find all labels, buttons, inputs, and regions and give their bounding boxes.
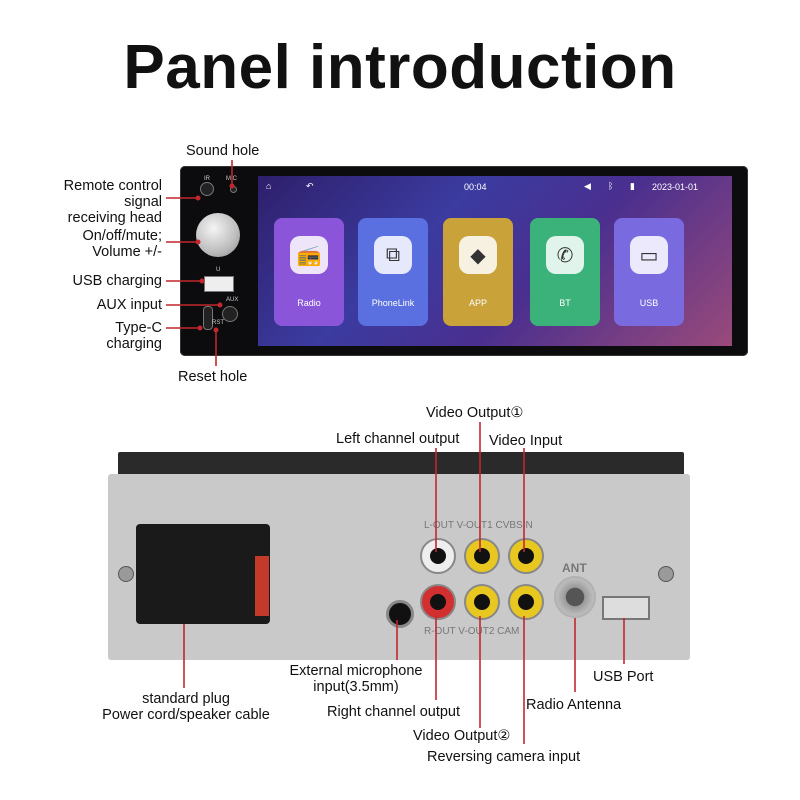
usb-mark: U — [216, 267, 221, 273]
page-title: Panel introduction — [123, 33, 677, 102]
aux-jack[interactable] — [222, 306, 238, 322]
rear-chassis-top — [118, 452, 684, 478]
radio-icon: 📻 — [290, 236, 328, 274]
app-label: USB — [639, 298, 659, 308]
ir-mark: IR — [204, 176, 210, 182]
label-video-input: Video Input — [489, 433, 563, 449]
iso-connector[interactable] — [136, 524, 270, 624]
app-label: BT — [559, 298, 571, 308]
label-type-c: Type-C charging — [106, 320, 162, 352]
screw-right — [658, 566, 674, 582]
volume-knob[interactable] — [196, 213, 240, 257]
phonelink-icon: ⧉ — [374, 236, 412, 274]
app-tile-usb[interactable]: ▭ USB — [614, 218, 684, 326]
label-radio-antenna: Radio Antenna — [526, 697, 622, 713]
plate-ant: ANT — [562, 561, 587, 575]
phone-icon: ✆ — [546, 236, 584, 274]
status-bar: ⌂ ↶ 00:04 ◀ ᛒ ▮ 2023-01-01 — [258, 176, 732, 198]
app-tile-bt[interactable]: ✆ BT — [530, 218, 600, 326]
label-power-volume: On/off/mute; Volume +/- — [82, 228, 162, 260]
speaker-icon: ◀ — [584, 181, 591, 191]
mic-jack[interactable] — [386, 600, 414, 628]
usb-drive-icon: ▭ — [630, 236, 668, 274]
rear-usb-port[interactable] — [602, 596, 650, 620]
label-video-output-2: Video Output② — [413, 728, 511, 744]
app-tile-radio[interactable]: 📻 Radio — [274, 218, 344, 326]
date: 2023-01-01 — [652, 182, 699, 192]
app-tile-app[interactable]: ◆ APP — [443, 218, 513, 326]
touch-screen[interactable]: ⌂ ↶ 00:04 ◀ ᛒ ▮ 2023-01-01 📻 Radio ⧉ PhoneL… — [258, 176, 732, 346]
aux-mark: AUX — [226, 297, 239, 303]
label-sound-hole: Sound hole — [186, 143, 260, 159]
clock: 00:04 — [464, 182, 487, 192]
home-icon[interactable]: ⌂ — [266, 181, 272, 191]
type-c-port[interactable] — [203, 306, 213, 330]
label-ext-mic: External microphone input(3.5mm) — [289, 663, 423, 695]
rst-mark: RST — [212, 320, 224, 326]
rca-video-in[interactable] — [508, 538, 544, 574]
rca-left-out[interactable] — [420, 538, 456, 574]
label-aux-input: AUX input — [96, 297, 162, 313]
rca-camera-in[interactable] — [508, 584, 544, 620]
rca-right-out[interactable] — [420, 584, 456, 620]
app-label: Radio — [297, 298, 321, 308]
apps-grid-icon: ◆ — [459, 236, 497, 274]
fuse — [255, 556, 269, 616]
label-right-channel: Right channel output — [327, 704, 461, 720]
app-label: PhoneLink — [371, 298, 415, 308]
plate-bottom-row: R-OUT V-OUT2 CAM — [424, 626, 520, 637]
usb-charging-port[interactable] — [204, 276, 234, 292]
rca-video-out-2[interactable] — [464, 584, 500, 620]
sd-card-icon: ▮ — [630, 181, 635, 191]
label-reversing-camera: Reversing camera input — [427, 749, 581, 765]
label-reset-hole: Reset hole — [178, 369, 248, 385]
label-usb-port: USB Port — [593, 669, 654, 685]
ir-sensor — [200, 182, 214, 196]
antenna-port[interactable] — [554, 576, 596, 618]
app-tile-phonelink[interactable]: ⧉ PhoneLink — [358, 218, 428, 326]
label-video-output-1: Video Output① — [426, 405, 524, 421]
label-remote-control: Remote control signal receiving head — [63, 178, 162, 226]
app-label: APP — [468, 298, 487, 308]
screw-left — [118, 566, 134, 582]
label-left-channel: Left channel output — [336, 431, 460, 447]
label-standard-plug: standard plug Power cord/speaker cable — [102, 691, 270, 723]
bluetooth-icon: ᛒ — [608, 181, 614, 191]
back-icon[interactable]: ↶ — [306, 181, 314, 191]
plate-top-row: L-OUT V-OUT1 CVBSIN — [424, 520, 533, 531]
label-usb-charging: USB charging — [72, 273, 162, 289]
rca-video-out-1[interactable] — [464, 538, 500, 574]
